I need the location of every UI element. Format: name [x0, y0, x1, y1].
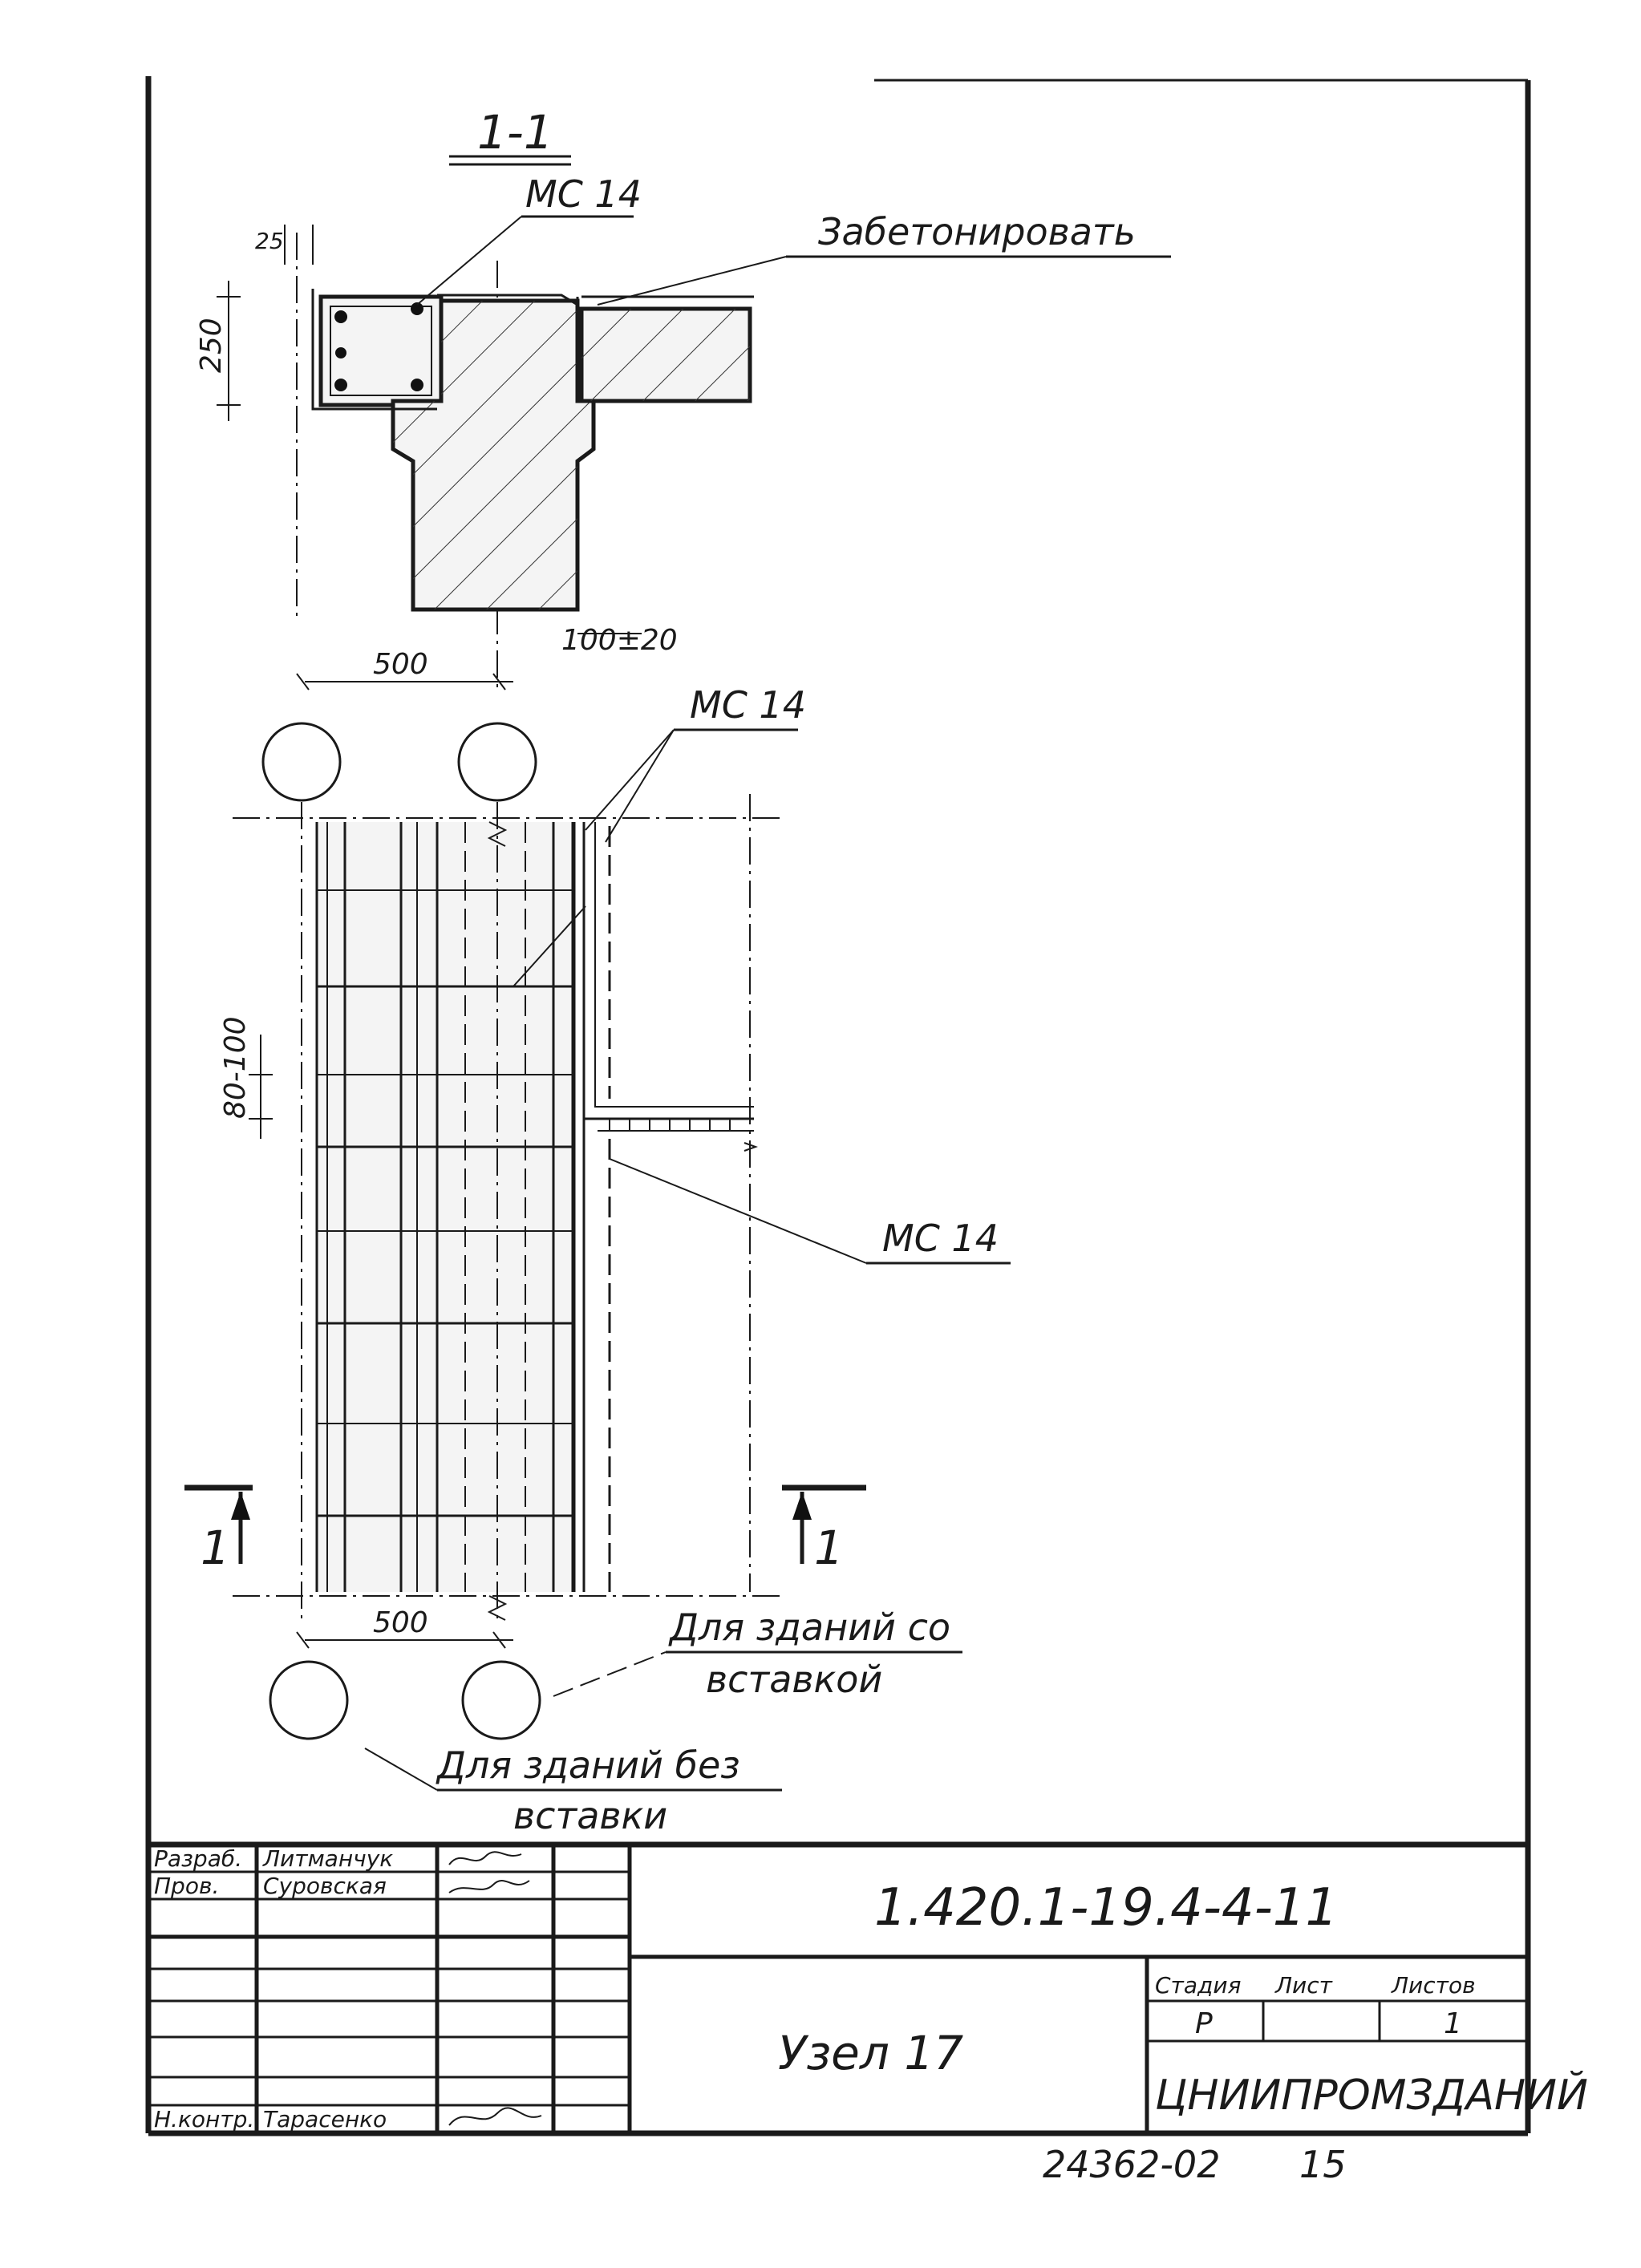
adjacent-slab-edge: [582, 822, 754, 1120]
section-1-1: 1-1 МС 14 Забет: [195, 105, 1171, 690]
name-developer: Литманчук: [262, 1845, 393, 1872]
dim-edge: 25: [255, 228, 284, 254]
value-stage: Р: [1195, 2007, 1213, 2040]
role-checker: Пров.: [154, 1873, 219, 1899]
header-stage: Стадия: [1155, 1972, 1241, 1999]
note-with-insert-line1: Для зданий со: [668, 1606, 950, 1649]
section-cut-right: 1: [782, 1484, 866, 1575]
column-plan: [317, 822, 573, 1592]
header-sheet: Лист: [1274, 1972, 1333, 1999]
dim-bottom-500: 500: [373, 1606, 428, 1639]
dim-height: 250: [195, 318, 228, 373]
note-fill-concrete: Забетонировать: [818, 210, 1136, 253]
mark-mc14-plan-upper: МС 14: [690, 683, 806, 727]
signature-developer: [448, 1851, 522, 1865]
signature-norm-control: [448, 2107, 542, 2126]
name-norm-control: Тарасенко: [263, 2106, 387, 2132]
note-with-insert-line2: вставкой: [706, 1658, 882, 1701]
drawing-name: Узел 17: [778, 2026, 963, 2080]
dim-spacing: 80-100: [219, 1016, 252, 1119]
dim-top-500: 500: [373, 648, 428, 681]
archive-number: 24362-02: [1043, 2143, 1220, 2186]
drawing-number: 1.420.1-19.4-4-11: [874, 1878, 1338, 1938]
axis-bubble-bottom-right: [461, 1660, 541, 1740]
header-sheets: Листов: [1391, 1972, 1476, 1999]
sheet-frame: [145, 76, 1531, 2136]
section-title: 1-1: [477, 105, 553, 160]
footer: 24362-02 15: [1043, 2143, 1347, 2186]
embedded-plate-ticks: [609, 1119, 731, 1131]
dim-gap: 100±20: [561, 624, 678, 657]
organization: ЦНИИПРОМЗДАНИЙ: [1155, 2071, 1588, 2120]
cut-label-right: 1: [814, 1521, 844, 1575]
column-grid: [315, 822, 585, 1592]
note-without-insert-line2: вставки: [513, 1794, 667, 1837]
value-sheets: 1: [1444, 2007, 1462, 2040]
title-block: Разраб. Пров. Н.контр. Литманчук Суровск…: [148, 1841, 1588, 2133]
mark-mc14-plan-side: МС 14: [882, 1217, 999, 1260]
mark-mc14-top: МС 14: [525, 172, 642, 216]
plan-view: 500: [184, 648, 1011, 1837]
cut-label-left: 1: [201, 1521, 230, 1575]
page-number: 15: [1299, 2143, 1347, 2186]
section-cut-left: 1: [184, 1484, 253, 1575]
role-norm-control: Н.контр.: [154, 2106, 254, 2132]
axis-bubble-top-right: [457, 722, 537, 802]
rebar-dots: [334, 302, 423, 391]
role-developer: Разраб.: [154, 1845, 242, 1872]
note-without-insert-line1: Для зданий без: [436, 1744, 740, 1787]
axis-bubble-top-left: [261, 722, 342, 802]
signature-checker: [448, 1880, 530, 1893]
axis-bubble-bottom-left: [269, 1660, 349, 1740]
name-checker: Суровская: [263, 1873, 387, 1899]
